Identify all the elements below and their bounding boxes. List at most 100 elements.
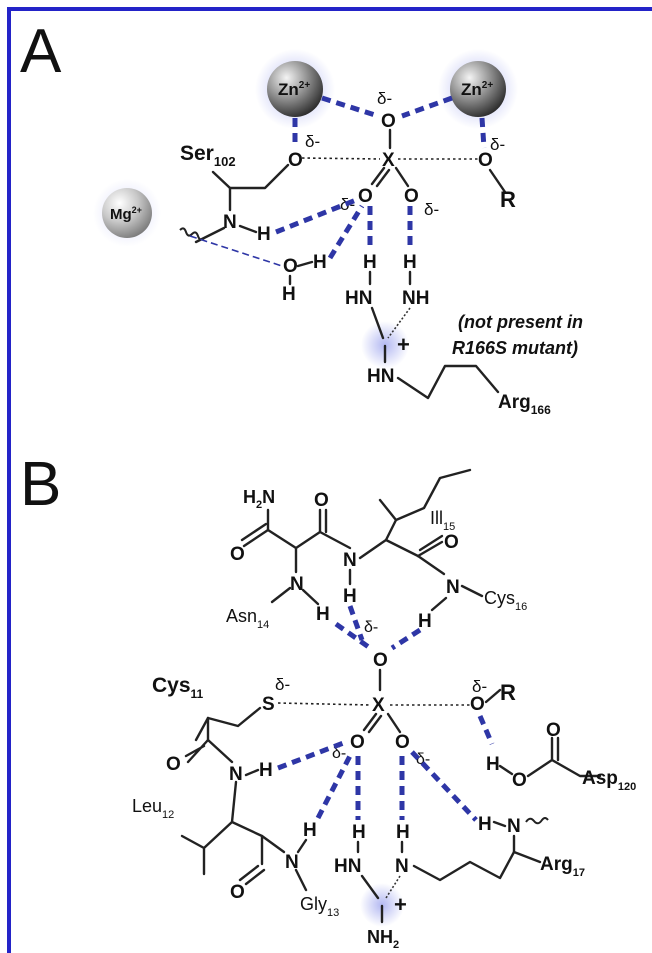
h-cys16-label: H bbox=[418, 611, 432, 632]
bond-arg-chain bbox=[396, 364, 500, 400]
bond-n-h bbox=[238, 224, 258, 234]
hbond-mid-otop bbox=[347, 605, 365, 641]
bond-g-left bbox=[360, 874, 380, 900]
note-line-1: (not present in bbox=[458, 312, 583, 332]
bond-asn-h bbox=[301, 588, 320, 606]
panel-b-letter: B bbox=[20, 450, 61, 519]
mg-label: Mg2+ bbox=[110, 205, 142, 223]
figure-frame bbox=[7, 7, 652, 953]
n-g-label: N bbox=[395, 856, 409, 877]
n-gly-label: N bbox=[285, 852, 299, 873]
bond-ser-chain bbox=[211, 163, 290, 190]
o-amide1-label: O bbox=[230, 544, 245, 565]
bond-leu-chain bbox=[180, 780, 238, 876]
n-cys11-label: N bbox=[229, 764, 243, 785]
arg17-plus: + bbox=[394, 892, 407, 917]
nh2-label: NH2 bbox=[367, 927, 399, 951]
ser-label: Ser102 bbox=[180, 142, 236, 169]
o-top-label: O bbox=[381, 111, 396, 132]
wavy-argn bbox=[525, 817, 549, 825]
hbond-asn-otop bbox=[334, 621, 372, 651]
o-amide2-label: O bbox=[314, 490, 329, 511]
hbond-water-o-lo1 bbox=[327, 204, 365, 260]
x-center-label: X bbox=[372, 695, 385, 716]
hbond-argn-olo2 bbox=[410, 750, 478, 822]
o-water-label: O bbox=[283, 256, 298, 277]
delta-top-label: δ- bbox=[377, 89, 392, 108]
bond-asn-side bbox=[270, 586, 292, 604]
hbond-zn-left-o-top bbox=[321, 95, 379, 119]
bond-x-olo2 bbox=[386, 712, 402, 734]
r-label: R bbox=[500, 680, 516, 705]
bond-argn-h bbox=[492, 820, 507, 828]
panel-b: B H2N O O N Asn14 H N H Ill15 O N Cys16 … bbox=[20, 450, 636, 951]
h-arg1-label: H bbox=[363, 252, 377, 273]
o-lo1-label: O bbox=[350, 732, 365, 753]
hn-g-label: HN bbox=[334, 856, 361, 877]
r-label: R bbox=[500, 187, 516, 212]
o-gly-label: O bbox=[230, 882, 245, 903]
bond-asp-co bbox=[550, 736, 560, 762]
x-center-label: X bbox=[382, 150, 395, 171]
arg17-label: Arg17 bbox=[540, 854, 585, 879]
o-lo2-label: O bbox=[404, 186, 419, 207]
zn-right-ion bbox=[450, 61, 506, 117]
note-line-2: R166S mutant) bbox=[452, 338, 578, 358]
hbond-zn-right-o-top bbox=[401, 95, 453, 119]
delta-right-label: δ- bbox=[472, 677, 487, 696]
delta-right-label: δ- bbox=[490, 135, 505, 154]
arg-plus: + bbox=[397, 332, 410, 357]
bond-x-olo1 bbox=[362, 712, 383, 734]
o-lo1-label: O bbox=[358, 186, 373, 207]
bond-o-r bbox=[488, 168, 507, 194]
delta-top-label: δ- bbox=[364, 619, 378, 636]
bond-asn-co bbox=[242, 528, 270, 548]
o-top-label: O bbox=[373, 650, 388, 671]
bond-gly-nh bbox=[296, 838, 308, 854]
bond-h-o-asp bbox=[498, 764, 514, 776]
bond-cys16 bbox=[460, 584, 484, 598]
gly-label: Gly13 bbox=[300, 894, 339, 919]
o-amide3-label: O bbox=[444, 532, 459, 553]
hbond-mg-water bbox=[189, 235, 283, 267]
o-asp1-label: O bbox=[546, 720, 561, 741]
bond-ile-co-o bbox=[416, 534, 444, 558]
bond-leu-n bbox=[260, 834, 286, 854]
delta-ser-label: δ- bbox=[305, 132, 320, 151]
bond-x-o-lo1b bbox=[375, 168, 391, 188]
dotted-x-o-ser bbox=[301, 157, 381, 160]
h-mid-label: H bbox=[343, 586, 357, 607]
h-asn-label: H bbox=[316, 604, 330, 625]
hn-arg1-label: HN bbox=[345, 288, 372, 309]
leu-label: Leu12 bbox=[132, 796, 174, 821]
bond-ile-side bbox=[378, 468, 472, 522]
zn-right-label: Zn2+ bbox=[461, 80, 493, 99]
nh-arg2-label: NH bbox=[402, 288, 429, 309]
hbond-zn-right-o-r bbox=[479, 117, 487, 149]
hbond-cys16-otop bbox=[390, 627, 422, 651]
bond-x-o-lo2 bbox=[394, 166, 410, 188]
h2n-label: H2N bbox=[243, 487, 275, 511]
bond-asp-chain bbox=[526, 758, 602, 778]
h-water2-label: H bbox=[282, 284, 296, 305]
wavy-ser bbox=[179, 227, 205, 241]
bond-cys16-h bbox=[430, 596, 448, 612]
delta-lo2-label: δ- bbox=[424, 200, 439, 219]
h-cys11-label: H bbox=[259, 760, 273, 781]
h-g1-label: H bbox=[352, 822, 366, 843]
arg-label: Arg166 bbox=[498, 392, 551, 417]
bond-cys11-nh bbox=[244, 768, 260, 777]
bond-leu-co bbox=[230, 820, 266, 886]
bond-cys11-chain bbox=[194, 706, 262, 742]
hn-arg3-label: HN bbox=[367, 366, 394, 387]
bond-arg17-chain bbox=[412, 850, 542, 882]
n-cys16-label: N bbox=[446, 577, 460, 598]
hbond-cys11-olo1 bbox=[277, 739, 347, 771]
o-right-label: O bbox=[470, 694, 485, 715]
asp-label: Asp120 bbox=[582, 768, 636, 793]
bond-asn-co2 bbox=[240, 522, 268, 542]
bond-x-o-lo1 bbox=[370, 166, 386, 186]
bond-ile-co bbox=[384, 538, 420, 558]
bond-gly-side bbox=[294, 868, 308, 892]
o-cys11-label: O bbox=[166, 754, 181, 775]
